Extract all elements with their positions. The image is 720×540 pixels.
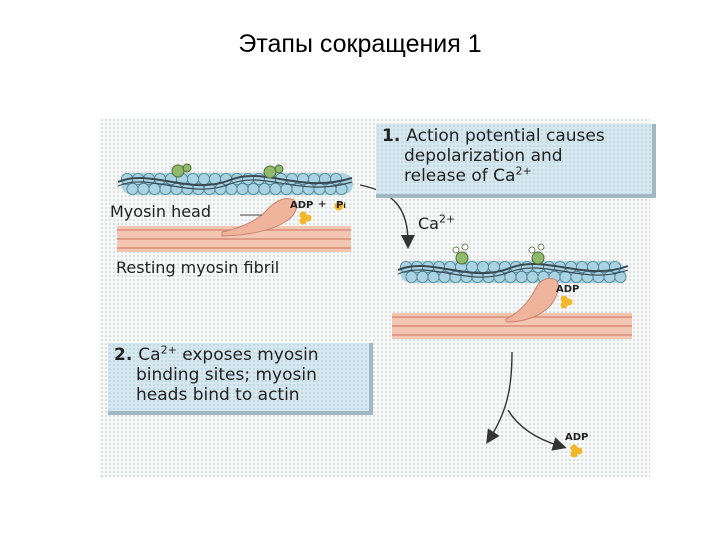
adp-label-top: ADP	[290, 200, 314, 211]
actin-bead	[258, 182, 271, 195]
actin-bead	[324, 182, 337, 195]
myosin-head-bound	[505, 277, 559, 323]
actin-bead	[405, 270, 418, 283]
step-2-line-2: binding sites; myosin	[136, 365, 317, 385]
actin-bead	[427, 270, 440, 283]
actin-bead	[148, 182, 161, 195]
actin-bead	[493, 270, 506, 283]
actin-bead	[137, 182, 150, 195]
actin-bead	[335, 182, 348, 195]
actin-bead	[170, 182, 183, 195]
adp-beads-middle	[560, 295, 573, 309]
myosin-head-label: Myosin head	[110, 202, 212, 221]
step-2-number: 2.	[114, 345, 133, 365]
actin-bead	[269, 182, 282, 195]
step-2-line-3: heads bind to actin	[136, 385, 300, 405]
actin-bead	[603, 270, 616, 283]
adp-label-middle: ADP	[556, 284, 580, 295]
actin-bead	[302, 182, 315, 195]
step-1-number: 1.	[382, 126, 401, 146]
actin-bead	[313, 182, 326, 195]
step-1-ca-charge: 2+	[515, 164, 532, 178]
step-1-line-3: release of Ca	[404, 166, 516, 186]
actin-bead	[449, 270, 462, 283]
adp-beads-bottom	[570, 444, 583, 458]
pi-label: Pi	[336, 200, 346, 211]
step-2-ca: Ca	[138, 345, 161, 365]
actin-bead	[559, 270, 572, 283]
step-1-callout: 1.Action potential causes depolarization…	[376, 124, 656, 198]
adp-pi-beads-top	[299, 201, 344, 225]
slide-title: Этапы сокращения 1	[238, 30, 482, 58]
actin-bead	[543, 260, 556, 273]
actin-bead	[214, 182, 227, 195]
arrow-step-2	[486, 351, 513, 444]
arrow-adp-release	[507, 409, 567, 451]
actin-bead	[592, 270, 605, 283]
actin-bead	[186, 172, 199, 185]
step-2-line-1: exposes myosin	[176, 345, 319, 365]
actin-bead	[614, 270, 627, 283]
tropomyosin-strand-top	[117, 175, 353, 190]
plus-sign: +	[318, 199, 327, 210]
actin-bead	[247, 182, 260, 195]
resting-fibril-label: Resting myosin fibril	[116, 258, 280, 277]
tropomyosin-strand-middle	[397, 263, 629, 278]
actin-bead	[526, 270, 539, 283]
actin-bead	[197, 172, 210, 185]
ca-label: Ca2+	[418, 212, 456, 233]
myosin-head-resting	[221, 198, 298, 237]
step-1-line-2: depolarization and	[404, 146, 563, 166]
actin-bead	[581, 270, 594, 283]
step-2-ca-charge: 2+	[160, 343, 177, 357]
troponin-top	[171, 163, 284, 179]
actin-bead	[285, 172, 298, 185]
actin-bead	[236, 182, 249, 195]
actin-bead	[126, 182, 139, 195]
adp-label-bottom: ADP	[565, 432, 589, 443]
arrow-step-1	[359, 184, 415, 249]
actin-bead	[416, 270, 429, 283]
actin-bead	[476, 260, 489, 273]
troponin-ca-middle	[452, 243, 545, 265]
actin-bead	[515, 270, 528, 283]
step-2-callout: 2.Ca2+ exposes myosin binding sites; myo…	[108, 343, 373, 415]
actin-bead	[465, 260, 478, 273]
step-1-line-1: Action potential causes	[406, 126, 605, 146]
actin-beads-middle	[399, 260, 627, 283]
